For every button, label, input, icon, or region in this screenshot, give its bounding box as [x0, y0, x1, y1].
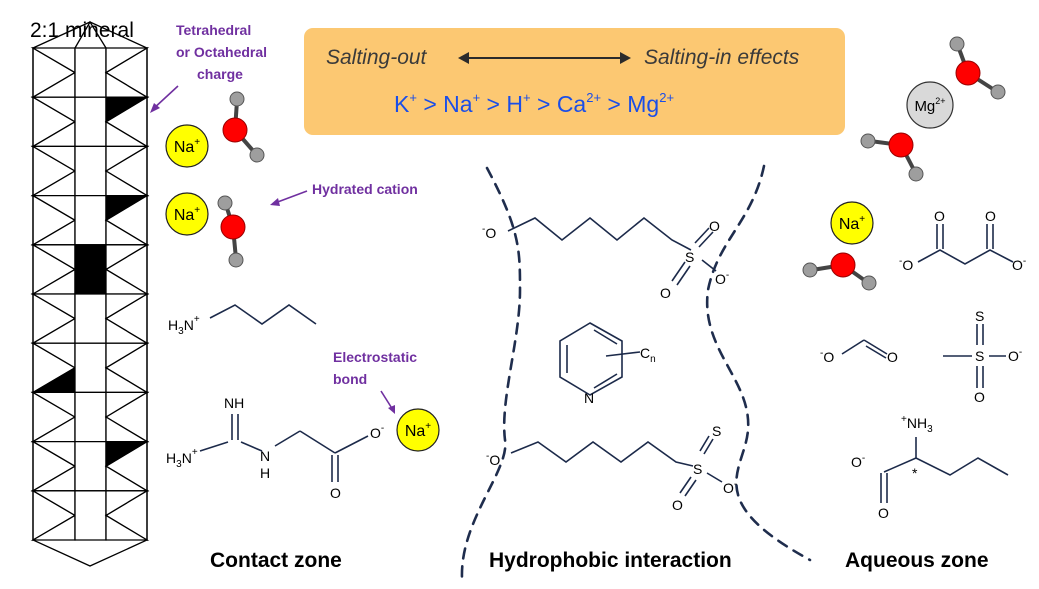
svg-text:H: H	[260, 465, 270, 481]
water-molecule	[217, 195, 246, 268]
double-arrow-icon	[458, 52, 631, 64]
aqueous-zone-label: Aqueous zone	[845, 549, 989, 572]
tetrahedral-site	[105, 47, 150, 74]
magnesium-ion: Mg2+	[906, 81, 954, 129]
water-molecule	[949, 36, 1006, 100]
methanethiosulfonate-structure: S S O O-	[943, 308, 1022, 405]
charge-arrow	[150, 85, 179, 113]
svg-text:NH: NH	[224, 395, 244, 411]
mineral-title: 2:1 mineral	[30, 19, 134, 42]
alkylthiosulfonate-structure: -O S S O O-	[486, 423, 737, 513]
svg-text:O-: O-	[715, 270, 729, 287]
svg-text:O: O	[934, 208, 945, 224]
svg-text:H3N+: H3N+	[168, 314, 200, 337]
svg-text:O-: O-	[370, 423, 384, 441]
svg-text:Cn: Cn	[640, 345, 656, 365]
octahedral-site	[74, 342, 107, 394]
svg-text:O-: O-	[723, 479, 737, 496]
tetrahedral-site	[105, 342, 150, 369]
hydrophobic-boundary-right	[705, 164, 812, 562]
svg-text:Na+: Na+	[174, 137, 200, 156]
svg-text:-O: -O	[899, 256, 913, 273]
formate-structure: -O O	[820, 339, 898, 365]
svg-text:O-: O-	[851, 453, 865, 470]
octahedral-site	[74, 293, 107, 344]
tetrahedral-site	[105, 145, 150, 173]
sodium-ion: Na+	[165, 124, 209, 168]
mineral-cap	[74, 20, 107, 49]
water-molecule	[802, 252, 877, 291]
tetrahedral-site	[105, 194, 150, 222]
svg-text:O: O	[330, 485, 341, 501]
svg-text:O: O	[985, 208, 996, 224]
hydrophobic-boundary-left	[460, 166, 522, 580]
octahedral-site	[74, 391, 107, 443]
svg-text:Na+: Na+	[174, 205, 200, 224]
mineral-layer	[30, 20, 150, 567]
alkylpyridine-structure: N Cn	[559, 322, 656, 406]
svg-text:S: S	[975, 308, 984, 324]
electrostatic-arrow	[380, 390, 395, 414]
tetrahedral-site	[105, 96, 150, 123]
salting-in-label: Salting-in effects	[644, 46, 800, 69]
svg-text:*: *	[912, 465, 918, 481]
alkylsulfonate-structure: -O S O O O-	[482, 216, 729, 301]
octahedral-site	[74, 47, 107, 98]
guanidinoacetate-structure: NH H3N+ N H O O-	[166, 395, 384, 501]
svg-text:Na+: Na+	[839, 214, 865, 233]
contact-zone-label: Contact zone	[210, 549, 342, 572]
tetrahedral-site	[105, 391, 150, 419]
sodium-ion: Na+	[830, 201, 874, 245]
svg-text:N: N	[260, 448, 270, 464]
octahedral-site	[74, 145, 107, 197]
water-molecule	[222, 91, 265, 163]
svg-text:S: S	[693, 461, 702, 477]
water-molecule	[860, 132, 924, 182]
svg-text:S: S	[712, 423, 721, 439]
svg-text:S: S	[685, 249, 694, 265]
svg-text:O: O	[974, 389, 985, 405]
svg-text:-O: -O	[820, 348, 834, 365]
octahedral-site	[74, 96, 107, 148]
butylammonium-structure: H3N+	[168, 304, 317, 337]
charge-note: Tetrahedral or Octahedral charge	[176, 22, 271, 82]
tetrahedral-site	[105, 440, 150, 468]
hydrophobic-interaction-label: Hydrophobic interaction	[489, 549, 732, 572]
electrostatic-bond-label: Electrostatic bond	[333, 349, 421, 387]
salting-out-label: Salting-out	[326, 46, 428, 69]
svg-text:O: O	[887, 349, 898, 365]
tetrahedral-site	[105, 293, 150, 320]
svg-text:O-: O-	[1008, 347, 1022, 364]
svg-text:S: S	[975, 348, 984, 364]
tetrahedral-site	[105, 244, 150, 271]
svg-text:-O: -O	[486, 451, 500, 468]
svg-text:+NH3: +NH3	[901, 414, 933, 435]
salting-banner	[304, 28, 845, 135]
octahedral-site	[74, 194, 107, 246]
svg-text:Mg2+: Mg2+	[914, 96, 945, 115]
sodium-ion: Na+	[165, 192, 209, 236]
octahedral-site	[74, 440, 107, 492]
norvaline-structure: +NH3 O- O *	[851, 414, 1009, 521]
svg-text:-O: -O	[482, 224, 496, 241]
svg-text:O: O	[878, 505, 889, 521]
hydrated-cation-label: Hydrated cation	[312, 181, 418, 197]
cation-series: K+ > Na+ > H+ > Ca2+ > Mg2+	[394, 90, 674, 117]
svg-text:O: O	[660, 285, 671, 301]
svg-text:H3N+: H3N+	[166, 447, 198, 470]
tetrahedral-site	[105, 490, 150, 517]
svg-text:O-: O-	[1012, 256, 1026, 273]
tetrahedral-site	[105, 514, 150, 541]
svg-text:O: O	[672, 497, 683, 513]
svg-text:Na+: Na+	[405, 421, 431, 440]
octahedral-site	[74, 244, 107, 295]
svg-text:O: O	[709, 218, 720, 234]
svg-text:N: N	[584, 390, 594, 406]
octahedral-site	[74, 490, 107, 541]
malonate-structure: O O -O O-	[899, 208, 1026, 273]
hydrated-cation-arrow	[270, 190, 308, 206]
sodium-ion: Na+	[396, 408, 440, 452]
